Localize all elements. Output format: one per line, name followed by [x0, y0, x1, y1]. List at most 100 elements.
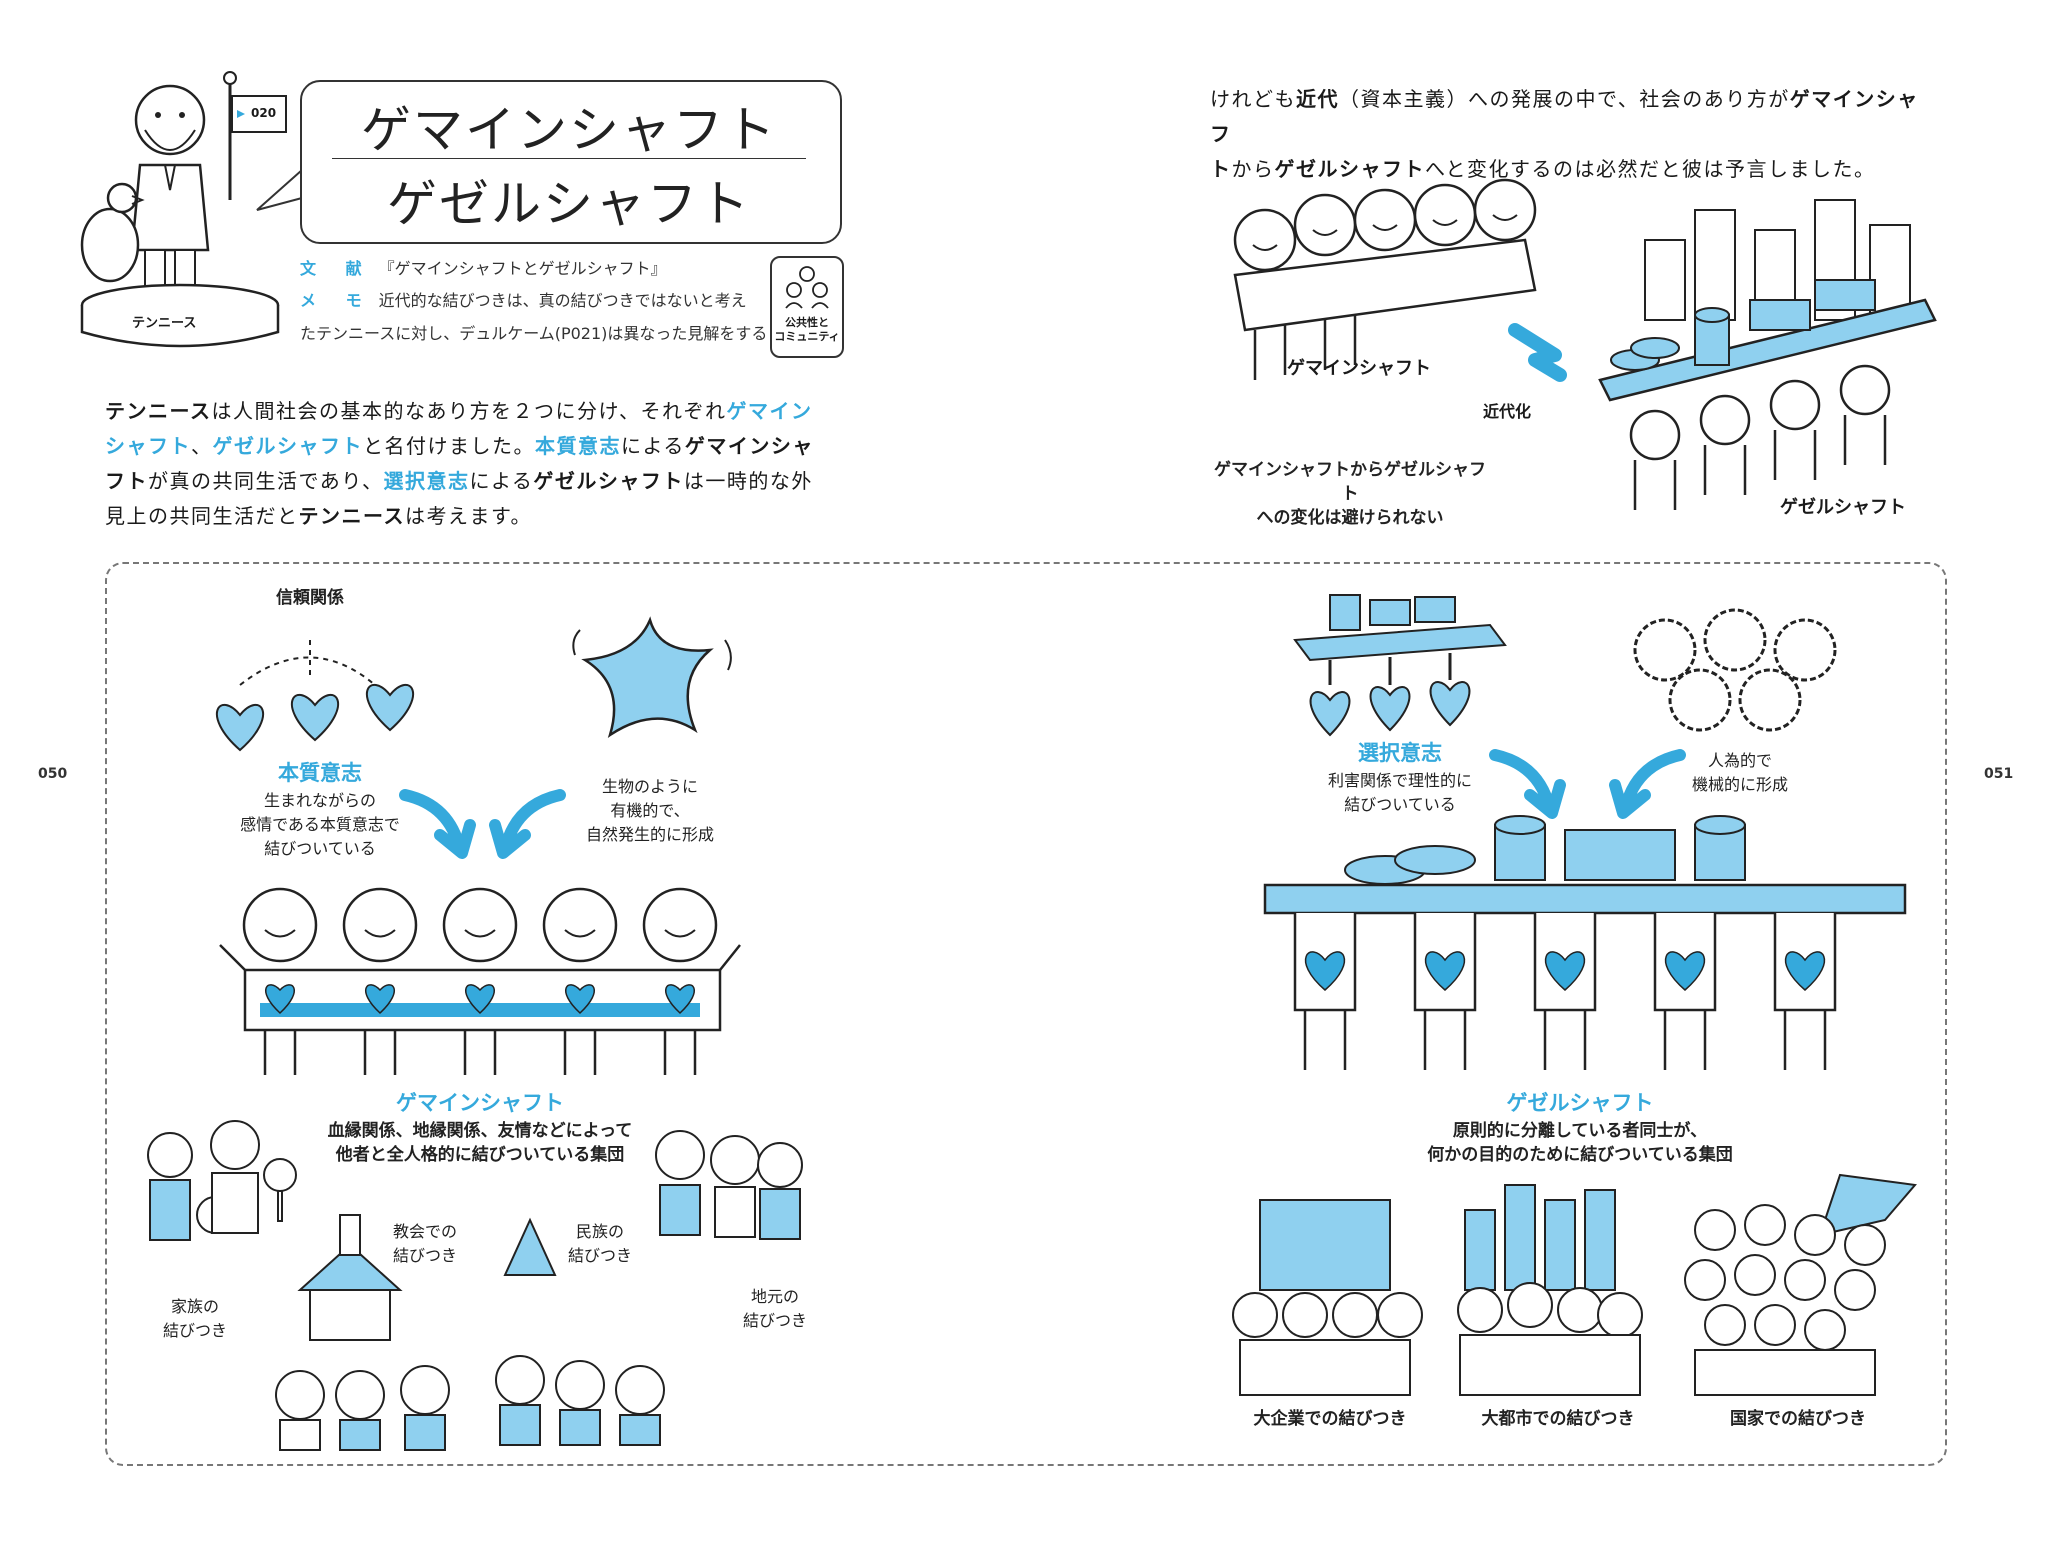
ethnic-line-1: 民族の	[575, 1222, 624, 1241]
selective-will-line-2: 結びついている	[1344, 795, 1456, 814]
tr-gemeinschaft-label: ゲマインシャフト	[1287, 358, 1431, 379]
gemeinschaft-description: 血縁関係、地縁関係、友情などによって 他者と全人格的に結びついている集団	[300, 1119, 660, 1167]
intro-text: が真の共同生活であり、	[148, 469, 384, 493]
organic-line-3: 自然発生的に形成	[585, 825, 714, 844]
artificial-description: 人為的で 機械的に形成	[1665, 749, 1815, 797]
selective-will-line-1: 利害関係で理性的に	[1327, 771, 1472, 790]
modernization-illustration	[1233, 178, 1937, 510]
family-label: 家族の 結びつき	[155, 1295, 235, 1343]
city-label: 大都市での結びつき	[1481, 1409, 1635, 1429]
essential-will-heading: 本質意志	[278, 761, 362, 785]
intro-text: による	[621, 434, 685, 458]
intro-text: は一時的な外	[683, 469, 813, 493]
comparison-panel	[105, 562, 1947, 1466]
flag-number: 020	[251, 106, 277, 120]
trust-label: 信頼関係	[276, 588, 344, 608]
church-line-1: 教会での	[392, 1222, 457, 1241]
selective-will-heading: 選択意志	[1358, 741, 1442, 765]
category-line-2: コミュニティ	[774, 330, 840, 343]
reference-text: 『ゲマインシャフトとゲゼルシャフト』	[378, 259, 667, 278]
right-intro-text: （資本主義）への発展の中で、社会のあり方が	[1339, 87, 1790, 111]
converging-arrows	[399, 789, 566, 859]
local-line-2: 結びつき	[742, 1311, 807, 1330]
term-selective-will: 選択意志	[383, 469, 470, 493]
hearts-illustration	[216, 640, 414, 752]
community-icon	[785, 266, 829, 309]
right-intro-text: けれども	[1210, 87, 1296, 111]
organic-line-1: 生物のように	[601, 777, 698, 796]
gears-illustration	[1633, 608, 1837, 732]
nation-label: 国家での結びつき	[1730, 1409, 1866, 1429]
gemeinschaft-heading: ゲマインシャフト	[396, 1091, 564, 1115]
intro-text: 見上の共同生活だと	[105, 504, 299, 528]
right-intro-paragraph: けれども近代（資本主義）への発展の中で、社会のあり方がゲマインシャフ トからゲゼ…	[1210, 82, 1930, 187]
selective-will-description: 利害関係で理性的に 結びついている	[1300, 769, 1500, 817]
term-to: ト	[1210, 157, 1232, 181]
tr-modernization-label: 近代化	[1483, 402, 1532, 421]
gesellschaft-description: 原則的に分離している者同士が、 何かの目的のために結びついている集団	[1400, 1119, 1760, 1167]
category-badge: 公共性と コミュニティ	[770, 256, 844, 358]
category-line-1: 公共性と	[785, 316, 829, 329]
term-gesellschaft-2: ゲゼルシャフト	[533, 469, 684, 493]
organic-line-2: 有機的で、	[610, 801, 690, 820]
local-line-1: 地元の	[750, 1287, 799, 1306]
gesellschaft-desc-line-1: 原則的に分離している者同士が、	[1452, 1121, 1708, 1141]
term-gesellschaft: ゲゼルシャフト	[212, 434, 363, 458]
artificial-line-1: 人為的で	[1707, 751, 1772, 770]
speech-bubble-pointer	[256, 169, 303, 211]
intro-paragraph: テンニースは人間社会の基本的なあり方を２つに分け、それぞれゲマイン シャフト、ゲ…	[105, 394, 845, 534]
term-tonnies-2: テンニース	[298, 504, 405, 528]
essential-will-description: 生まれながらの 感情である本質意志で 結びついている	[210, 789, 430, 861]
gesellschaft-heading: ゲゼルシャフト	[1506, 1091, 1654, 1115]
title-line-1: ゲマインシャフト	[361, 101, 777, 159]
gemeinschaft-examples-illustration	[147, 1120, 803, 1451]
intro-text: 、	[191, 434, 213, 458]
essential-will-line-1: 生まれながらの	[263, 791, 376, 810]
right-intro-text: へと変化するのは必然だと彼は予言しました。	[1425, 157, 1876, 181]
ethnic-line-2: 結びつき	[567, 1246, 632, 1265]
intro-text: は人間社会の基本的なあり方を２つに分け、それぞれ	[211, 399, 727, 423]
tr-caption-line-1: ゲマインシャフトからゲゼルシャフト	[1214, 460, 1486, 504]
gesellschaft-desc-line-2: 何かの目的のために結びついている集団	[1427, 1145, 1733, 1165]
intro-text: は考えます。	[405, 504, 532, 528]
reference-row: 文 献 『ゲマインシャフトとゲゼルシャフト』	[300, 255, 667, 279]
organic-description: 生物のように 有機的で、 自然発生的に形成	[560, 775, 740, 847]
term-ft: フト	[105, 469, 148, 493]
memo-text-2: たテンニースに対し、デュルケーム(P021)は異なった見解をする	[300, 324, 768, 343]
right-intro-text: から	[1231, 157, 1275, 181]
term-schaft: シャフト	[105, 434, 191, 458]
title-divider	[332, 158, 806, 159]
term-tonnies: テンニース	[105, 399, 212, 423]
corp-label: 大企業での結びつき	[1253, 1409, 1407, 1429]
term-gemein: ゲマイン	[726, 399, 813, 423]
tr-caption-line-2: への変化は避けられない	[1256, 508, 1444, 528]
term-gemeinscha: ゲマインシャ	[684, 434, 814, 458]
family-line-1: 家族の	[170, 1297, 219, 1316]
star-organic-illustration	[572, 616, 732, 738]
artificial-line-2: 機械的に形成	[1691, 775, 1788, 794]
term-essential-will: 本質意志	[535, 434, 621, 458]
gesellschaft-people-illustration	[1263, 815, 1907, 1070]
term-gesellschaft-3: ゲゼルシャフト	[1274, 157, 1425, 181]
tonnies-statue-illustration	[80, 71, 287, 348]
gemeinschaft-desc-line-1: 血縁関係、地縁関係、友情などによって	[327, 1121, 633, 1141]
tr-gesellschaft-label: ゲゼルシャフト	[1780, 497, 1906, 518]
term-gemeinschaf: ゲマインシャフ	[1210, 87, 1919, 146]
title-box	[300, 80, 842, 244]
memo-text-1: 近代的な結びつきは、真の結びつきではないと考え	[378, 291, 747, 310]
term-modern: 近代	[1296, 87, 1339, 111]
church-label: 教会での 結びつき	[385, 1220, 465, 1268]
reference-label: 文 献	[300, 259, 374, 278]
selective-will-hearts-illustration	[1293, 594, 1507, 737]
gemeinschaft-people-illustration	[219, 887, 741, 1075]
essential-will-line-2: 感情である本質意志で	[240, 815, 400, 834]
gesellschaft-examples-illustration	[1232, 1173, 1917, 1396]
essential-will-line-3: 結びついている	[264, 839, 376, 858]
statue-label: テンニース	[132, 316, 197, 331]
title-line-2: ゲゼルシャフト	[387, 175, 751, 233]
intro-text: による	[469, 469, 534, 493]
memo-row: メ モ 近代的な結びつきは、真の結びつきではないと考え	[300, 287, 747, 311]
ethnic-label: 民族の 結びつき	[560, 1220, 640, 1268]
gemeinschaft-desc-line-2: 他者と全人格的に結びついている集団	[335, 1145, 625, 1165]
memo-label: メ モ	[300, 291, 374, 310]
